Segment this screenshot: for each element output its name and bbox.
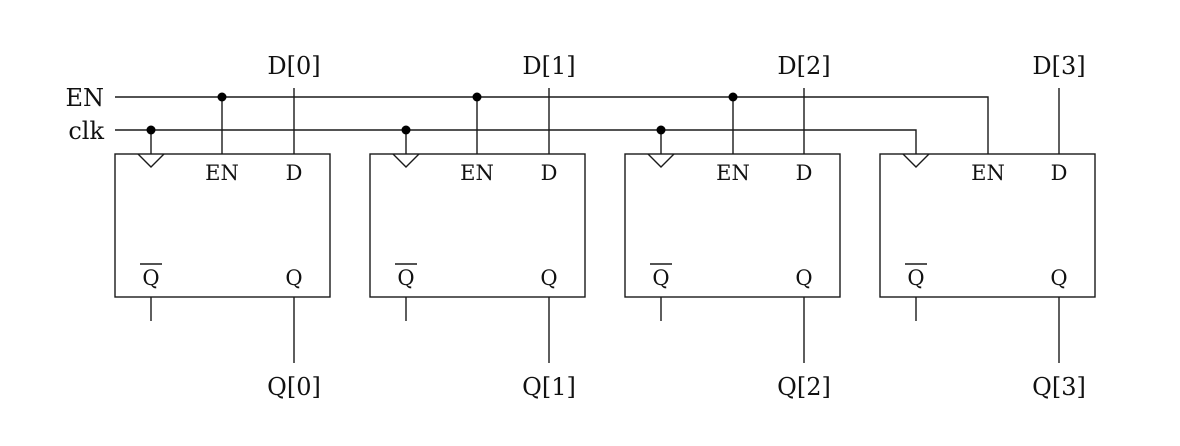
data-input-label: D[3] [1032,52,1085,80]
clock-edge-triangle [137,153,165,168]
pin-label-en: EN [971,161,1005,185]
clock-junction-dot [656,125,666,135]
data-input-label: D[0] [267,52,320,80]
flip-flop-body [369,153,586,298]
pin-label-qbar: Q [652,266,669,290]
enable-junction-dot [217,92,227,102]
pin-label-q: Q [285,266,302,290]
enable-bus-wire [115,96,989,154]
flip-flop-body [624,153,841,298]
data-output-label: Q[0] [267,373,321,401]
pin-label-d: D [1051,161,1068,185]
clock-edge-triangle [902,153,930,168]
pin-label-d: D [796,161,813,185]
clock-input-label: clk [68,117,104,145]
data-output-label: Q[1] [522,373,576,401]
pin-label-qbar: Q [907,266,924,290]
clock-edge-triangle [392,153,420,168]
pin-label-q: Q [1050,266,1067,290]
flip-flop-body [114,153,331,298]
pin-label-q: Q [540,266,557,290]
clock-junction-dot [146,125,156,135]
pin-label-d: D [286,161,303,185]
pin-label-qbar: Q [397,266,414,290]
clock-edge-triangle [647,153,675,168]
pin-label-en: EN [716,161,750,185]
pin-label-en: EN [205,161,239,185]
clock-junction-dot [401,125,411,135]
pin-label-en: EN [460,161,494,185]
flip-flop-2: EN D Q Q D[2] Q[2] [624,52,841,401]
pin-label-q: Q [795,266,812,290]
pin-label-d: D [541,161,558,185]
flip-flop-1: EN D Q Q D[1] Q[1] [369,52,586,401]
enable-junction-dot [472,92,482,102]
pin-label-qbar: Q [142,266,159,290]
data-output-label: Q[2] [777,373,831,401]
data-input-label: D[1] [522,52,575,80]
enable-junction-dot [728,92,738,102]
enable-input-label: EN [65,84,104,112]
clock-bus-wire [115,129,917,154]
data-input-label: D[2] [777,52,830,80]
flip-flop-3: EN D Q Q D[3] Q[3] [879,52,1096,401]
flip-flop-body [879,153,1096,298]
flip-flop-0: EN D Q Q D[0] Q[0] [114,52,331,401]
data-output-label: Q[3] [1032,373,1086,401]
